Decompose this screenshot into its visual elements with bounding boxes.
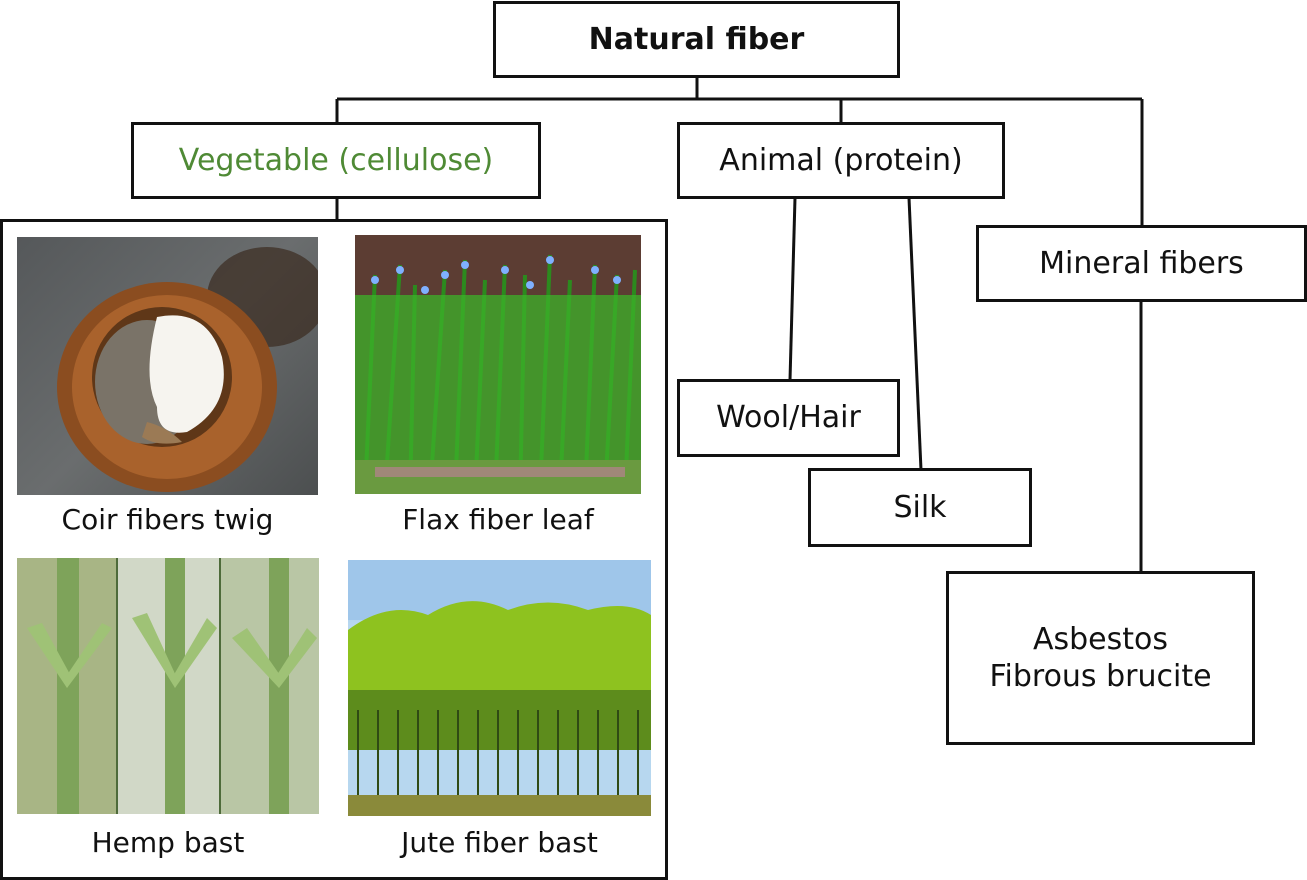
mineral-node: Mineral fibers: [976, 225, 1307, 302]
silk-node: Silk: [808, 468, 1032, 547]
asbestos-label: Asbestos: [1032, 621, 1169, 657]
vegetable-node: Vegetable (cellulose): [131, 122, 541, 199]
vegetable-label: Vegetable (cellulose): [178, 142, 494, 178]
coconut-husk-photo: [17, 237, 318, 495]
root-label: Natural fiber: [588, 21, 805, 57]
animal-label: Animal (protein): [719, 142, 963, 178]
wool-hair-node: Wool/Hair: [677, 379, 900, 457]
animal-node: Animal (protein): [677, 122, 1005, 199]
brucite-label: Fibrous brucite: [989, 659, 1212, 694]
wool-hair-label: Wool/Hair: [716, 400, 861, 436]
silk-label: Silk: [893, 489, 947, 525]
hemp-caption: Hemp bast: [91, 826, 245, 859]
jute-caption: Jute fiber bast: [401, 826, 598, 859]
hemp-stems-photo: [17, 558, 319, 814]
root-node: Natural fiber: [493, 1, 900, 78]
jute-field-photo: [348, 560, 651, 816]
connector-animal-to-silk: [907, 197, 923, 471]
flax-caption: Flax fiber leaf: [402, 503, 594, 536]
asbestos-brucite-node: Asbestos Fibrous brucite: [946, 571, 1255, 745]
flax-plants-photo: [355, 235, 641, 494]
coir-caption: Coir fibers twig: [61, 503, 274, 536]
mineral-label: Mineral fibers: [1039, 245, 1244, 281]
connector-animal-to-wool: [788, 197, 797, 381]
